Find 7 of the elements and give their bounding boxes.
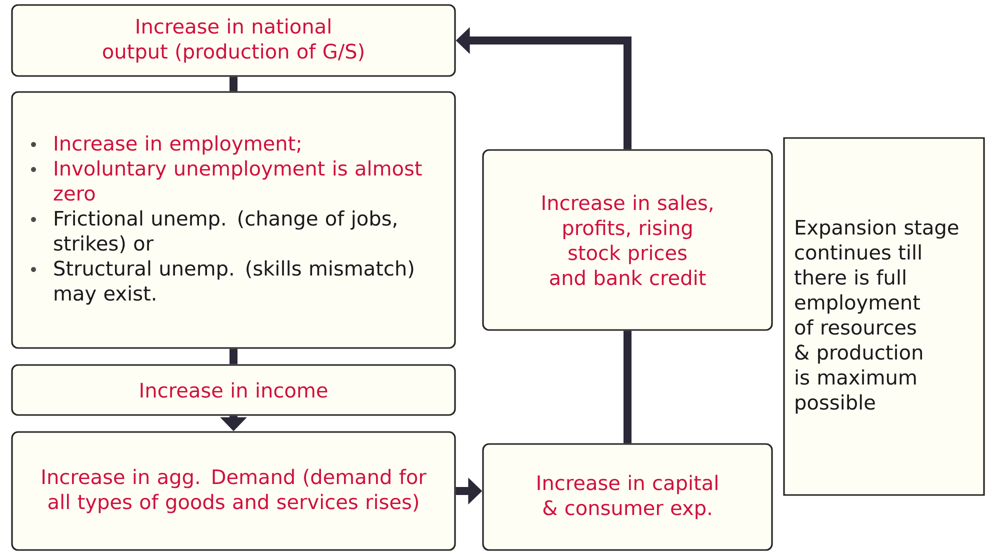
process-box: Increase in agg. Demand (demand for all types of goods and services rises)	[11, 431, 456, 551]
process-box: Increase in capital & consumer exp.	[482, 443, 773, 551]
process-box: Increase in employment; Involuntary unemployment is almost zero Frictional unemp. (change of jobs, strikes) or Structural unemp. (skills mismatch) may exist.	[11, 91, 456, 349]
note-box: Expansion stage continues till there is full employment of resources & production is maximum possible	[783, 137, 985, 496]
process-box: Increase in sales, profits, rising stock prices and bank credit	[482, 149, 773, 331]
process-box: Increase in income	[11, 364, 456, 416]
process-box: Increase in national output (production of G/S)	[11, 4, 456, 77]
